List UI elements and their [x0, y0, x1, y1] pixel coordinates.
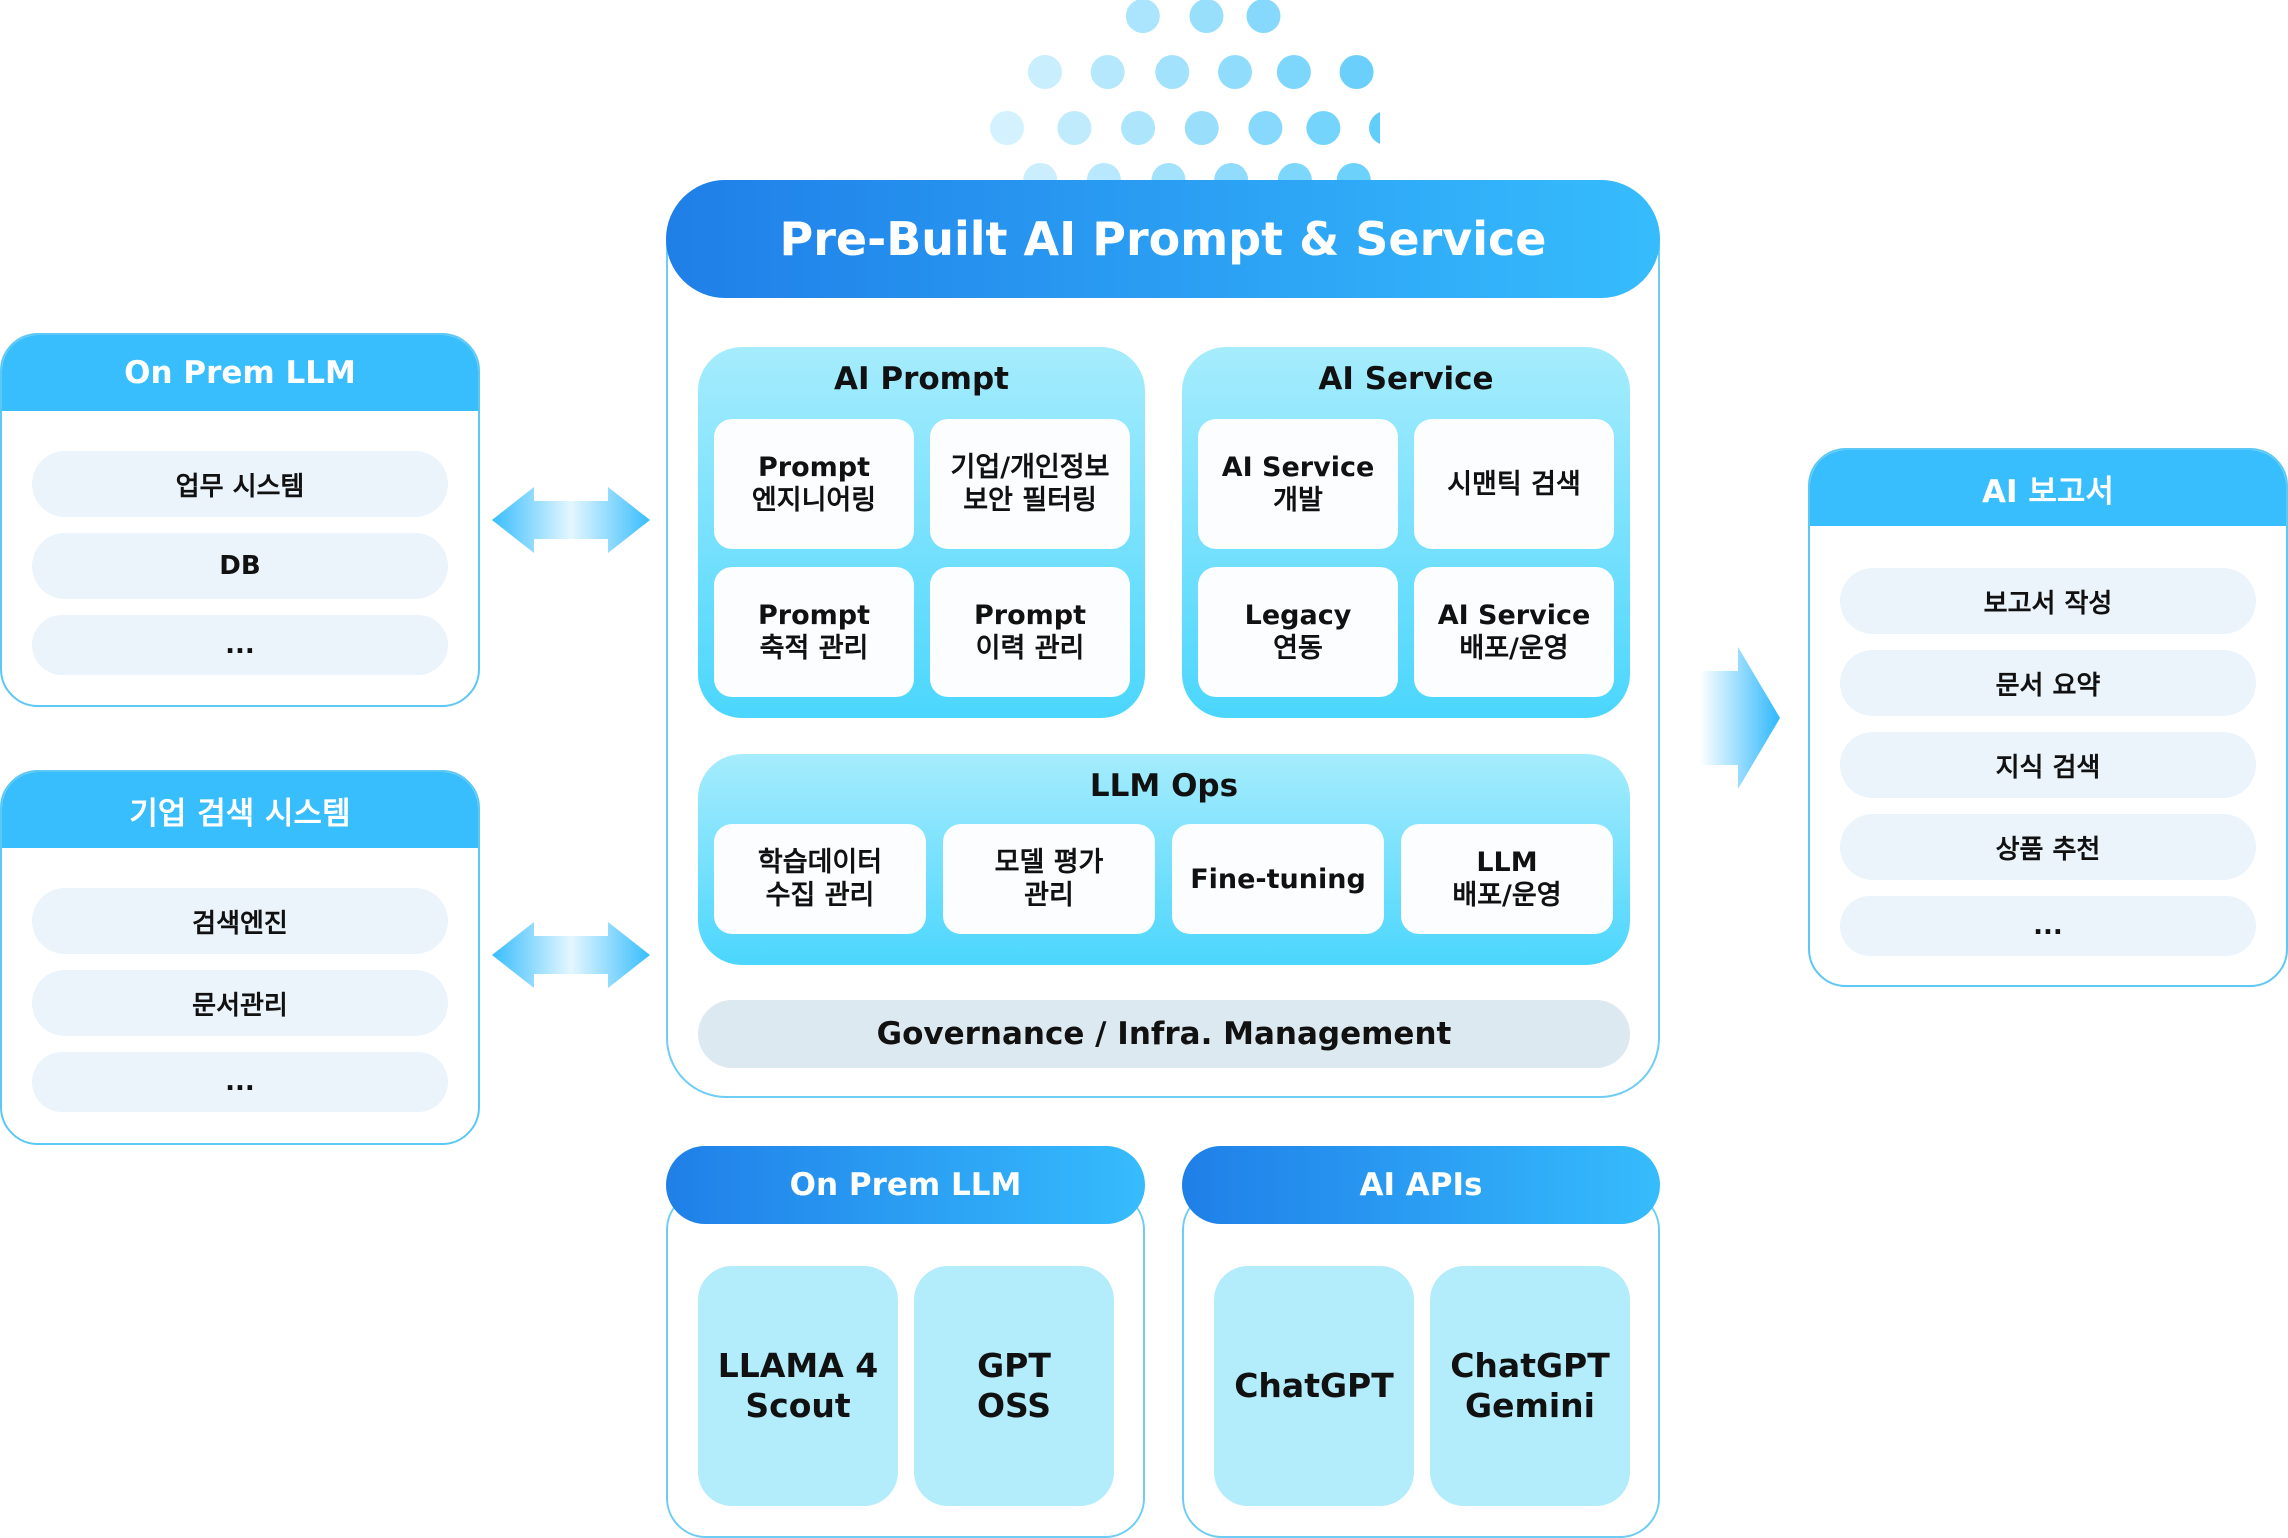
feature-card: Prompt 이력 관리 [930, 567, 1130, 697]
on-prem-llm-panel: On Prem LLM 업무 시스템 DB ... [0, 333, 480, 707]
panel-title: On Prem LLM [666, 1146, 1145, 1224]
feature-card: AI Service 배포/운영 [1414, 567, 1614, 697]
dot [1125, 0, 1160, 33]
feature-card: AI Service 개발 [1198, 419, 1398, 549]
dot [1028, 55, 1062, 89]
feature-card: Prompt 축적 관리 [714, 567, 914, 697]
dot [1189, 0, 1224, 33]
list-item: ... [32, 615, 448, 675]
dot [1339, 55, 1374, 89]
double-arrow-icon [492, 487, 650, 553]
model-card: ChatGPT [1214, 1266, 1414, 1506]
dot [1277, 163, 1312, 180]
main-title: Pre-Built AI Prompt & Service [666, 180, 1660, 298]
list-item: 문서 요약 [1840, 650, 2256, 716]
list-item: ... [1840, 896, 2256, 956]
dot [1248, 111, 1283, 145]
feature-card: 모델 평가 관리 [943, 824, 1155, 934]
dot [1369, 112, 1380, 144]
feature-card: 시맨틱 검색 [1414, 419, 1614, 549]
dot [1184, 111, 1219, 145]
double-arrow-icon [492, 922, 650, 988]
model-card: ChatGPT Gemini [1430, 1266, 1630, 1506]
feature-card: 기업/개인정보 보안 필터링 [930, 419, 1130, 549]
feature-card: 학습데이터 수집 관리 [714, 824, 926, 934]
list-item: 문서관리 [32, 970, 448, 1036]
list-item: 지식 검색 [1840, 732, 2256, 798]
feature-card: LLM 배포/운영 [1401, 824, 1613, 934]
dot [1121, 111, 1156, 145]
dot [1057, 111, 1092, 145]
ai-report-panel: AI 보고서 보고서 작성 문서 요약 지식 검색 상품 추천 ... [1808, 448, 2288, 987]
list-item: DB [32, 533, 448, 599]
right-arrow-icon [1700, 647, 1780, 789]
model-card: LLAMA 4 Scout [698, 1266, 898, 1506]
search-system-panel: 기업 검색 시스템 검색엔진 문서관리 ... [0, 770, 480, 1145]
dot-sphere-icon [990, 0, 1380, 180]
group-title: AI Service [1318, 361, 1494, 397]
list-item: 상품 추천 [1840, 814, 2256, 880]
dot [1023, 163, 1058, 180]
dot [1336, 163, 1371, 180]
dot [1214, 163, 1249, 180]
list-item: 검색엔진 [32, 888, 448, 954]
feature-card: Prompt 엔지니어링 [714, 419, 914, 549]
dot [990, 111, 1024, 145]
group-title: AI Prompt [834, 361, 1009, 397]
ai-prompt-group: AI Prompt Prompt 엔지니어링 기업/개인정보 보안 필터링 Pr… [698, 347, 1145, 718]
dot [1086, 163, 1121, 180]
dot [1218, 55, 1252, 89]
governance-bar: Governance / Infra. Management [698, 1000, 1630, 1068]
list-item: ... [32, 1052, 448, 1112]
list-item: 보고서 작성 [1840, 568, 2256, 634]
llm-ops-group: LLM Ops 학습데이터 수집 관리 모델 평가 관리 Fine-tuning… [698, 754, 1630, 965]
panel-title: AI APIs [1182, 1146, 1660, 1224]
dot [1306, 111, 1341, 145]
list-item: 업무 시스템 [32, 451, 448, 517]
panel-title: On Prem LLM [2, 335, 478, 411]
dot [1246, 0, 1281, 33]
dot [1151, 163, 1186, 180]
panel-title: 기업 검색 시스템 [2, 772, 478, 848]
dot [1276, 55, 1311, 89]
ai-service-group: AI Service AI Service 개발 시맨틱 검색 Legacy 연… [1182, 347, 1630, 718]
feature-card: Fine-tuning [1172, 824, 1384, 934]
group-title: LLM Ops [1089, 768, 1239, 804]
panel-title: AI 보고서 [1810, 450, 2286, 526]
model-card: GPT OSS [914, 1266, 1114, 1506]
feature-card: Legacy 연동 [1198, 567, 1398, 697]
dot [1090, 55, 1125, 89]
dot [1155, 55, 1190, 89]
